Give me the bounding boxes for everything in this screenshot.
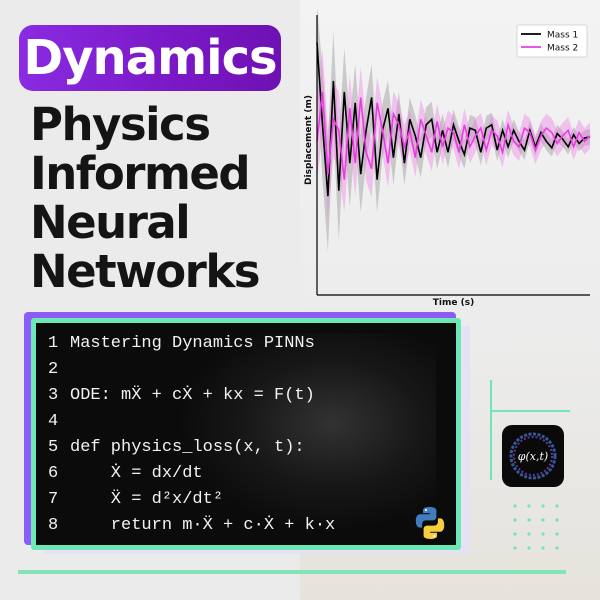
code-card: 1 Mastering Dynamics PINNs 2 3 ODE: mẌ + c… <box>36 323 456 545</box>
displacement-chart: Time (s) Displacement (m) Mass 1 Mass 2 <box>300 10 600 310</box>
y-axis-label: Displacement (m) <box>304 95 314 185</box>
line-number: 8 <box>48 516 59 535</box>
line-number: 4 <box>48 412 59 431</box>
title-line: Neural <box>30 196 191 249</box>
accent-line-horizontal <box>490 410 570 412</box>
code-text: return m·Ẍ + c·Ẋ + k·x <box>70 516 336 535</box>
python-logo-icon <box>415 507 445 539</box>
code-text: Ẍ = d²x/dt² <box>70 490 224 509</box>
legend-box <box>516 24 588 58</box>
code-line: 5 def physics_loss(x, t): <box>48 435 335 461</box>
code-text: Ẋ = dx/dt <box>70 464 203 483</box>
title-line: Networks <box>30 245 261 298</box>
accent-line-vertical <box>490 380 492 480</box>
phi-function-tile: φ(x,t) <box>502 425 564 487</box>
line-number: 3 <box>48 386 59 405</box>
line-number: 6 <box>48 464 59 483</box>
series-2-line <box>316 91 591 180</box>
topic-badge: Dynamics <box>19 25 281 91</box>
phi-tile-label: φ(x,t) <box>518 450 548 463</box>
code-line: 1 Mastering Dynamics PINNs <box>48 331 335 357</box>
code-line: 3 ODE: mẌ + cẊ + kx = F(t) <box>48 383 335 409</box>
dot-grid-decoration <box>513 504 559 550</box>
page-title: Physics Informed Neural Networks <box>30 100 300 296</box>
line-number: 2 <box>48 360 59 379</box>
code-line: 6 Ẋ = dx/dt <box>48 461 335 487</box>
bottom-accent-line <box>18 570 566 574</box>
line-number: 5 <box>48 438 59 457</box>
topic-badge-label: Dynamics <box>23 30 277 86</box>
code-line: 7 Ẍ = d²x/dt² <box>48 487 335 513</box>
title-line: Physics <box>30 98 211 151</box>
x-axis-label: Time (s) <box>433 298 474 308</box>
displacement-chart-svg: Time (s) Displacement (m) Mass 1 Mass 2 <box>304 10 591 308</box>
series-1-line <box>316 42 591 197</box>
code-text: def physics_loss(x, t): <box>70 438 305 457</box>
code-line: 2 <box>48 357 335 383</box>
phi-function-icon: φ(x,t) <box>509 432 557 480</box>
series-1-uncertainty-band <box>317 10 590 252</box>
code-text: ODE: mẌ + cẊ + kx = F(t) <box>70 386 315 405</box>
title-line: Informed <box>30 147 251 200</box>
code-block: 1 Mastering Dynamics PINNs 2 3 ODE: mẌ + c… <box>48 331 335 539</box>
code-line: 4 <box>48 409 335 435</box>
code-line: 8 return m·Ẍ + c·Ẋ + k·x <box>48 513 335 539</box>
legend-entry: Mass 1 <box>547 31 578 41</box>
code-text: Mastering Dynamics PINNs <box>70 334 315 353</box>
legend-entry: Mass 2 <box>547 44 578 54</box>
point-cloud-background <box>176 333 436 533</box>
line-number: 7 <box>48 490 59 509</box>
line-number: 1 <box>48 334 59 353</box>
